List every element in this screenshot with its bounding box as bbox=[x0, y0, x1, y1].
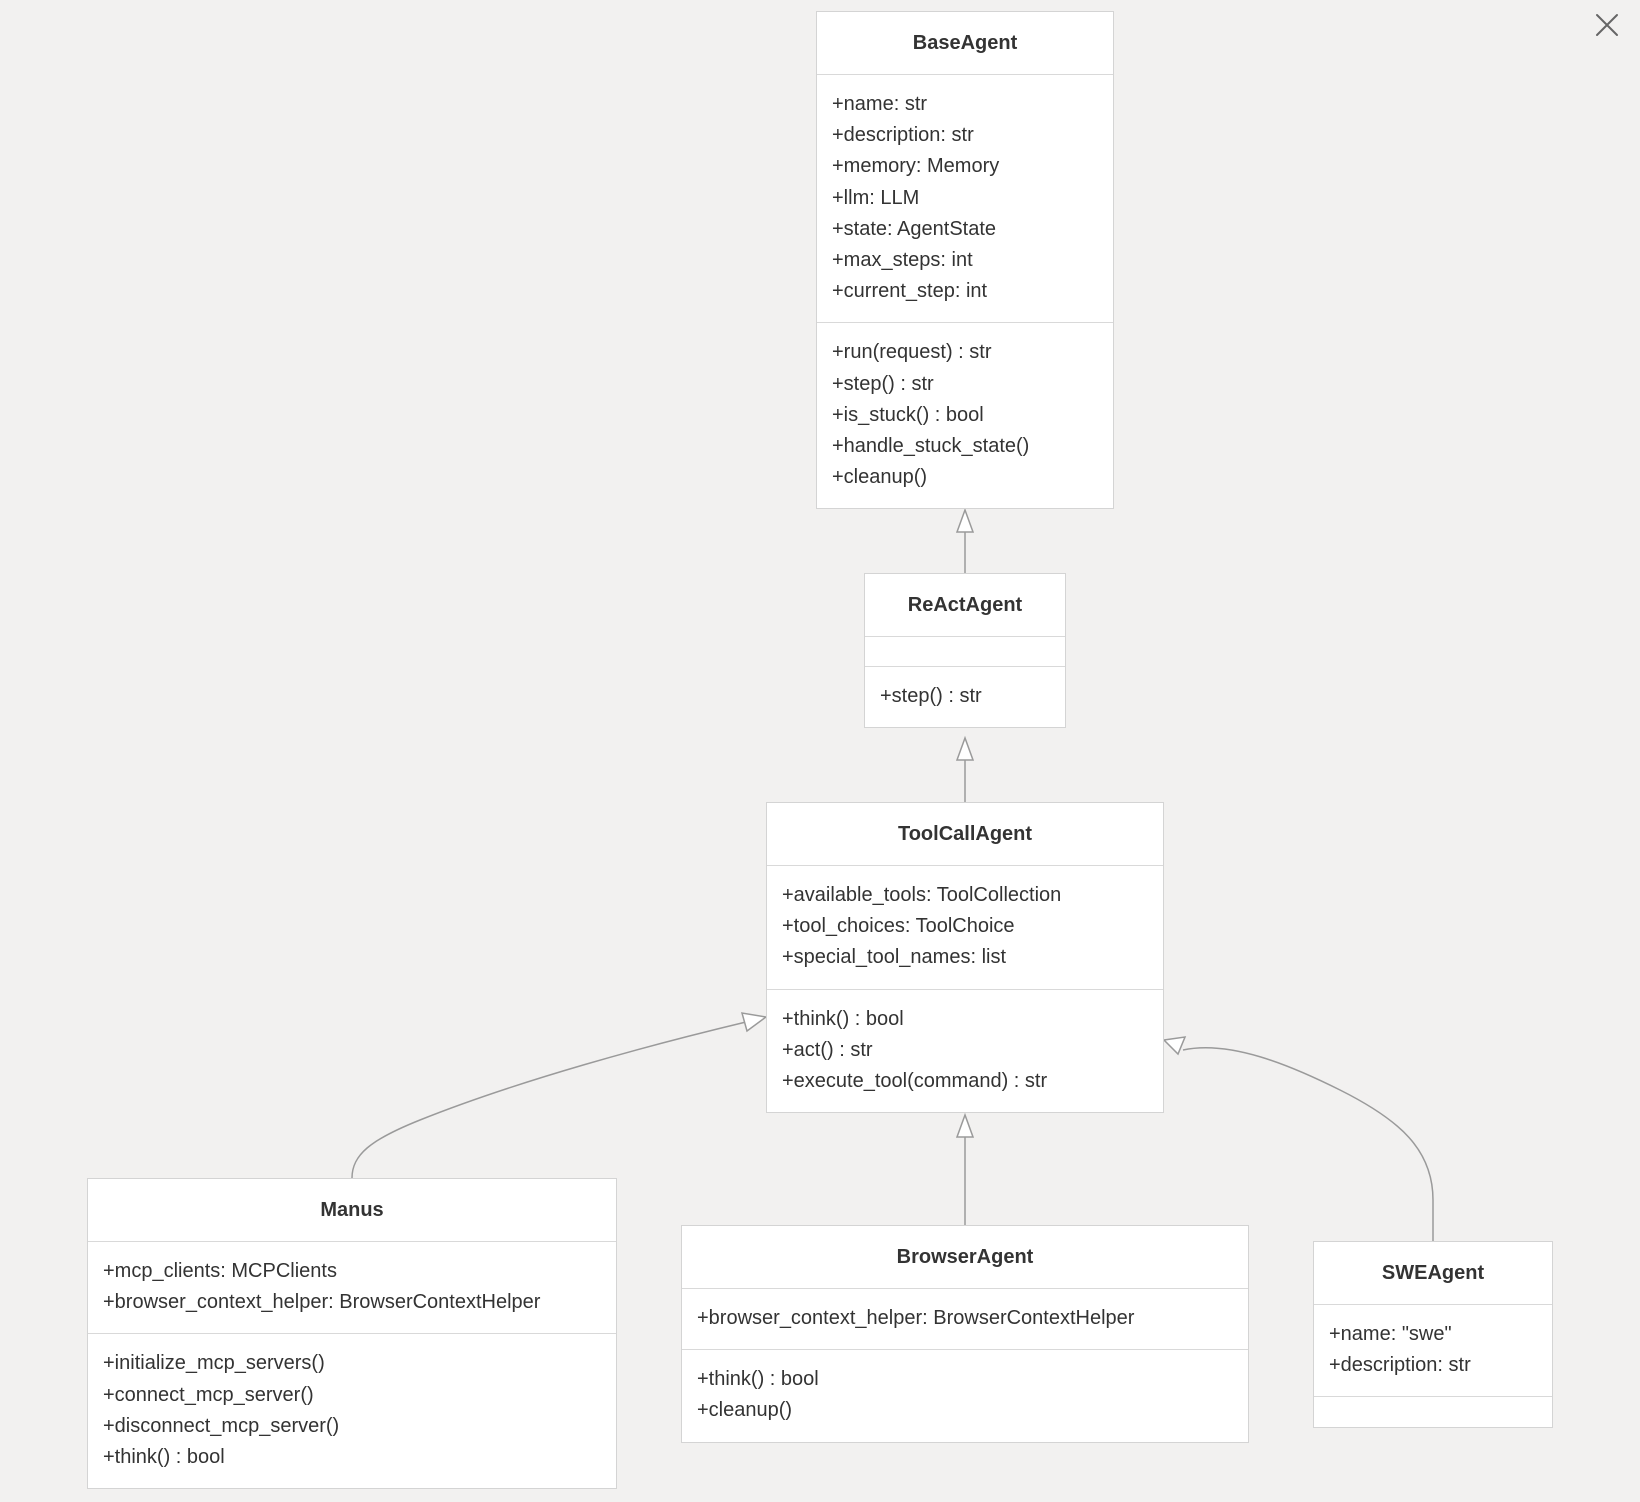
method: +handle_stuck_state() bbox=[832, 435, 1030, 458]
arrowhead-toolcallagent-left bbox=[740, 1012, 768, 1033]
class-toolcallagent[interactable]: ToolCallAgent +available_tools: ToolColl… bbox=[766, 802, 1164, 1114]
attribute: +current_step: int bbox=[832, 280, 988, 303]
attribute: +state: AgentState bbox=[832, 217, 997, 240]
attribute: +max_steps: int bbox=[832, 249, 973, 272]
attributes-section: +mcp_clients: MCPClients +browser_contex… bbox=[88, 1242, 616, 1335]
method: +run(request) : str bbox=[832, 341, 992, 364]
method: +initialize_mcp_servers() bbox=[103, 1352, 325, 1375]
method: +act() : str bbox=[782, 1038, 873, 1061]
attribute: +browser_context_helper: BrowserContextH… bbox=[103, 1291, 541, 1314]
attribute: +special_tool_names: list bbox=[782, 946, 1007, 969]
method: +think() : bool bbox=[103, 1446, 225, 1469]
attributes-section: +available_tools: ToolCollection +tool_c… bbox=[767, 866, 1163, 990]
attribute: +mcp_clients: MCPClients bbox=[103, 1260, 337, 1282]
attribute: +tool_choices: ToolChoice bbox=[782, 915, 1015, 938]
edge-manus-toolcallagent bbox=[351, 1021, 747, 1179]
attribute: +name: str bbox=[832, 93, 928, 115]
class-title: Manus bbox=[88, 1179, 616, 1242]
attribute: +description: str bbox=[832, 124, 974, 147]
arrowhead-toolcallagent-bottom bbox=[955, 1112, 975, 1138]
method: +step() : str bbox=[832, 372, 934, 395]
class-title: ReActAgent bbox=[865, 574, 1065, 637]
attribute: +name: "swe" bbox=[1329, 1323, 1452, 1345]
class-browseragent[interactable]: BrowserAgent +browser_context_helper: Br… bbox=[681, 1225, 1249, 1443]
methods-section: +think() : bool +cleanup() bbox=[682, 1350, 1248, 1441]
method: +cleanup() bbox=[832, 466, 928, 489]
attribute: +llm: LLM bbox=[832, 186, 920, 209]
arrowhead-baseagent bbox=[955, 507, 975, 533]
class-title: SWEAgent bbox=[1314, 1242, 1552, 1305]
method: +connect_mcp_server() bbox=[103, 1383, 314, 1406]
attribute: +memory: Memory bbox=[832, 155, 1000, 178]
attribute: +available_tools: ToolCollection bbox=[782, 884, 1062, 906]
methods-section: +initialize_mcp_servers() +connect_mcp_s… bbox=[88, 1334, 616, 1488]
attributes-section: +browser_context_helper: BrowserContextH… bbox=[682, 1289, 1248, 1351]
class-baseagent[interactable]: BaseAgent +name: str +description: str +… bbox=[816, 11, 1114, 510]
methods-section: +step() : str bbox=[865, 667, 1065, 727]
close-icon bbox=[1596, 14, 1618, 36]
class-manus[interactable]: Manus +mcp_clients: MCPClients +browser_… bbox=[87, 1178, 617, 1490]
edge-sweagent-toolcallagent bbox=[1182, 1046, 1434, 1241]
method: +is_stuck() : bool bbox=[832, 403, 984, 426]
attributes-section: +name: "swe" +description: str bbox=[1314, 1305, 1552, 1398]
method: +cleanup() bbox=[697, 1399, 793, 1422]
method: +execute_tool(command) : str bbox=[782, 1070, 1048, 1093]
methods-section bbox=[1314, 1397, 1552, 1427]
method: +disconnect_mcp_server() bbox=[103, 1414, 340, 1437]
class-sweagent[interactable]: SWEAgent +name: "swe" +description: str bbox=[1313, 1241, 1553, 1429]
attribute: +browser_context_helper: BrowserContextH… bbox=[697, 1307, 1135, 1329]
class-reactagent[interactable]: ReActAgent +step() : str bbox=[864, 573, 1066, 729]
class-title: BaseAgent bbox=[817, 12, 1113, 75]
class-title: ToolCallAgent bbox=[767, 803, 1163, 866]
method: +think() : bool bbox=[697, 1368, 819, 1391]
close-button[interactable] bbox=[1592, 10, 1622, 40]
methods-section: +run(request) : str +step() : str +is_st… bbox=[817, 323, 1113, 508]
class-title: BrowserAgent bbox=[682, 1226, 1248, 1289]
method: +think() : bool bbox=[782, 1007, 904, 1030]
attributes-section: +name: str +description: str +memory: Me… bbox=[817, 75, 1113, 324]
arrowhead-reactagent bbox=[955, 735, 975, 761]
arrowhead-toolcallagent-right bbox=[1162, 1036, 1187, 1056]
attributes-section bbox=[865, 637, 1065, 667]
attribute: +description: str bbox=[1329, 1354, 1471, 1377]
method: +step() : str bbox=[880, 685, 982, 707]
methods-section: +think() : bool +act() : str +execute_to… bbox=[767, 990, 1163, 1113]
